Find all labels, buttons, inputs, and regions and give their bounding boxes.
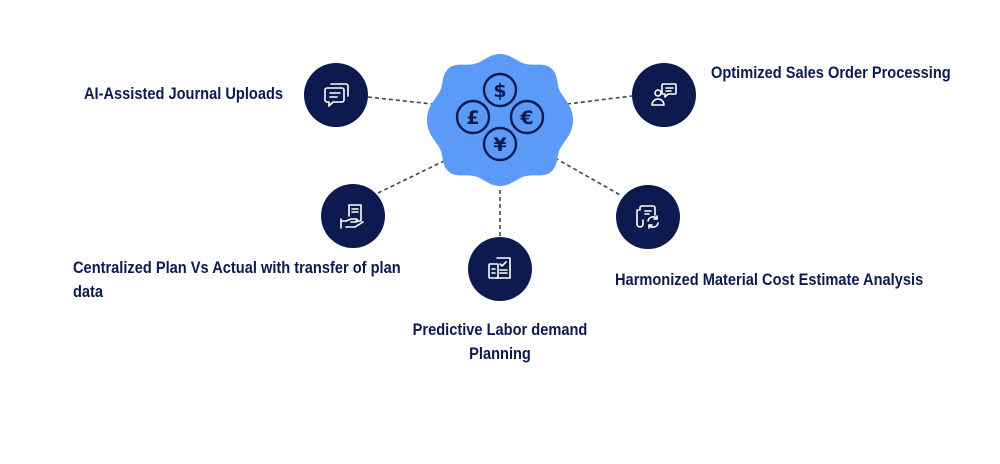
- connector-journal: [367, 96, 433, 105]
- document-refresh-icon: [636, 205, 659, 229]
- label-sales-order: Optimized Sales Order Processing: [711, 63, 951, 82]
- label-journal-uploads: AI-Assisted Journal Uploads: [84, 84, 284, 103]
- node-journal-uploads: [304, 63, 368, 127]
- node-plan-actual: [321, 184, 385, 248]
- label-plan-actual: Centralized Plan Vs Actual with transfer…: [73, 258, 401, 301]
- label-labor-demand: Predictive Labor demand Planning: [412, 320, 588, 363]
- checklist-icon: [488, 257, 511, 279]
- pound-symbol: £: [466, 107, 479, 129]
- node-labor-demand: [468, 237, 532, 301]
- user-message-icon: [651, 83, 677, 106]
- node-sales-order: [632, 63, 696, 127]
- chat-bubbles-icon: [324, 83, 349, 107]
- yen-symbol: ¥: [493, 134, 506, 156]
- currency-hub: $ £ € ¥: [425, 50, 575, 190]
- node-material-cost: [616, 185, 680, 249]
- hand-document-icon: [340, 204, 364, 229]
- hub-badge: [427, 54, 573, 186]
- euro-symbol: €: [519, 107, 533, 129]
- label-material-cost: Harmonized Material Cost Estimate Analys…: [615, 270, 924, 289]
- connector-cost: [554, 157, 623, 197]
- dollar-symbol: $: [493, 80, 506, 102]
- connector-sales: [566, 95, 633, 105]
- connector-plan: [377, 159, 447, 194]
- currency-exchange-icon: $ £ € ¥: [427, 54, 573, 186]
